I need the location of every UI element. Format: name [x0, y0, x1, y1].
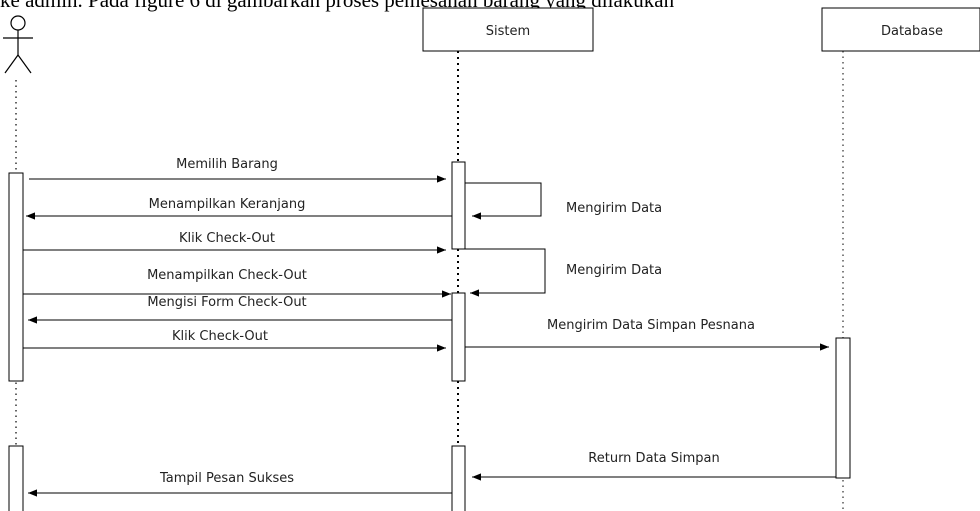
message-label-m6: Klik Check-Out: [172, 329, 268, 344]
activation-database-1: [835, 337, 851, 479]
message-label-m2: Menampilkan Keranjang: [149, 197, 306, 212]
activation-sistem-3: [451, 445, 466, 511]
message-label-m4: Menampilkan Check-Out: [147, 268, 307, 283]
message-label-m8: Return Data Simpan: [588, 451, 719, 466]
activation-actor-1: [8, 172, 24, 382]
participant-box-sistem: [422, 7, 594, 52]
message-label-m7: Mengirim Data Simpan Pesnana: [547, 318, 755, 333]
message-label-m1: Memilih Barang: [176, 157, 278, 172]
self-message-label-1: Mengirim Data: [566, 201, 662, 216]
participant-label-sistem: Sistem: [486, 24, 530, 39]
message-label-m3: Klik Check-Out: [179, 231, 275, 246]
self-message-arrow-1: [465, 182, 542, 220]
message-label-m5: Mengisi Form Check-Out: [147, 295, 306, 310]
message-label-m9: Tampil Pesan Sukses: [159, 471, 294, 486]
activation-sistem-1: [451, 161, 466, 250]
activation-sistem-2: [451, 292, 466, 382]
participant-label-database: Database: [881, 24, 943, 39]
participant-box-database: [821, 7, 980, 52]
actor-icon: [3, 15, 33, 74]
activation-actor-2: [8, 445, 24, 511]
self-message-label-2: Mengirim Data: [566, 263, 662, 278]
self-message-arrow-2: [465, 248, 546, 297]
